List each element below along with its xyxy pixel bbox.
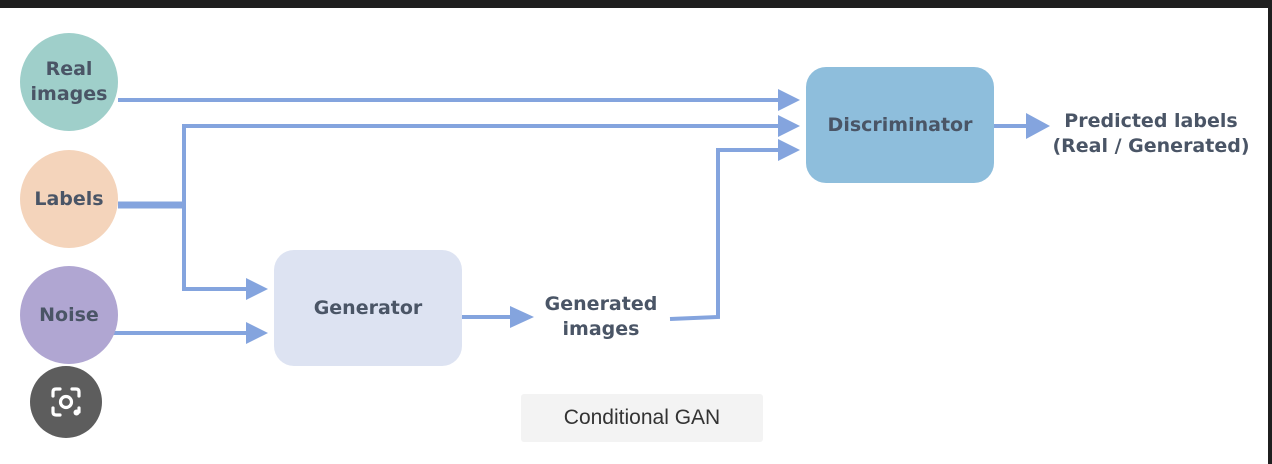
noise-node: Noise	[20, 266, 118, 364]
arrow-labels-to-generator	[182, 205, 248, 291]
generator-node: Generator	[274, 250, 462, 366]
predicted-labels-line2: (Real / Generated)	[1052, 135, 1250, 157]
arrow-generated-to-discriminator	[669, 148, 780, 321]
labels-node: Labels	[20, 150, 118, 248]
generated-images-label: Generated images	[528, 292, 674, 342]
predicted-labels-output: Predicted labels (Real / Generated)	[1038, 109, 1264, 159]
camera-search-glyph	[51, 387, 81, 417]
arrow-labels-to-discriminator	[182, 124, 780, 205]
real-images-label: Real images	[30, 58, 108, 105]
discriminator-label: Discriminator	[827, 113, 973, 136]
discriminator-node: Discriminator	[806, 67, 994, 183]
arrowhead-real	[778, 89, 800, 111]
diagram-caption: Conditional GAN	[521, 394, 763, 442]
arrowhead-labels-gen	[246, 278, 268, 300]
generator-label: Generator	[313, 296, 423, 319]
arrow-layer	[112, 89, 1050, 344]
labels-label: Labels	[34, 187, 104, 210]
arrowhead-generated-disc	[778, 139, 800, 161]
real-images-node: Real images	[20, 33, 118, 131]
camera-search-icon[interactable]	[30, 366, 102, 438]
arrowhead-disc-out	[1026, 113, 1050, 139]
arrowhead-labels-disc	[778, 115, 800, 137]
arrowhead-generator-out	[510, 306, 534, 328]
noise-label: Noise	[39, 303, 99, 326]
generated-images-text: Generated images	[544, 293, 658, 340]
arrowhead-noise-gen	[246, 322, 268, 344]
predicted-labels-line1: Predicted labels	[1064, 110, 1238, 132]
diagram-canvas: Real images Labels Noise Generator Discr…	[0, 8, 1268, 464]
